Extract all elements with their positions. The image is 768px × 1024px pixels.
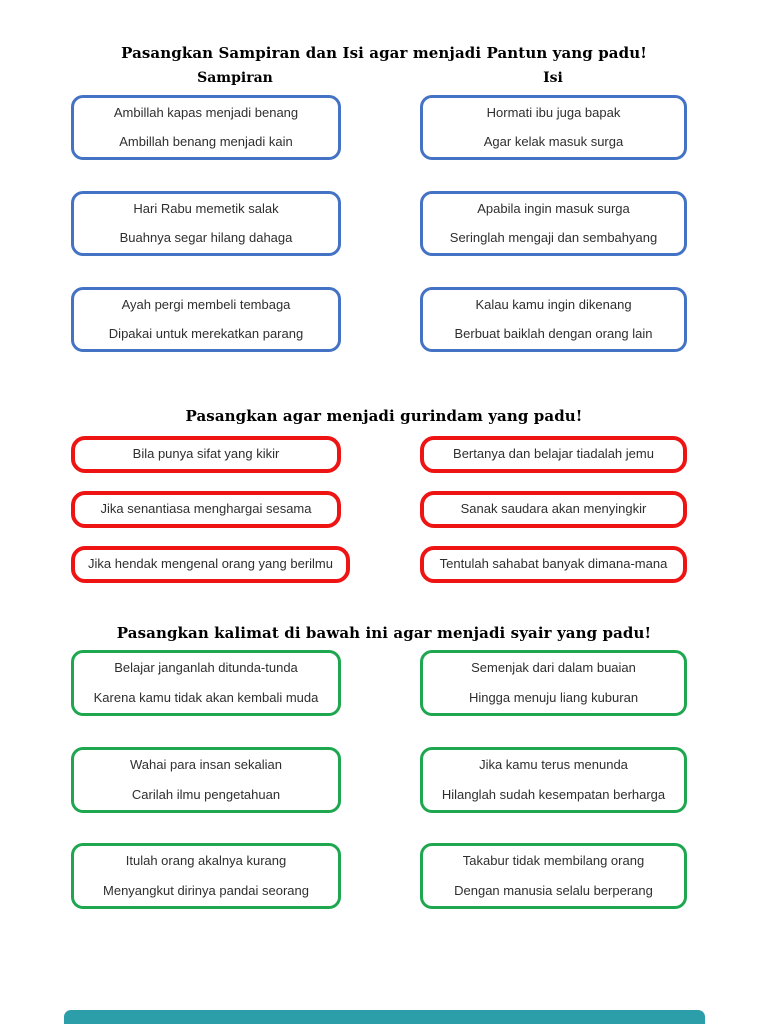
section-title-syair: Pasangkan kalimat di bawah ini agar menj… [116,624,652,642]
syair-right-box-1: Semenjak dari dalam buaian Hingga menuju… [420,650,687,716]
pantun-isi-box-2: Apabila ingin masuk surga Seringlah meng… [420,191,687,256]
verse-line: Semenjak dari dalam buaian [471,660,636,676]
verse-line: Dengan manusia selalu berperang [454,882,653,898]
verse-line: Bila punya sifat yang kikir [132,446,280,462]
pantun-sampiran-box-3: Ayah pergi membeli tembaga Dipakai untuk… [71,287,341,352]
verse-line: Seringlah mengaji dan sembahyang [449,230,658,245]
gurindam-right-box-3: Tentulah sahabat banyak dimana-mana [420,546,687,583]
verse-line: Apabila ingin masuk surga [477,200,630,216]
gurindam-right-box-1: Bertanya dan belajar tiadalah jemu [420,436,687,473]
verse-line: Jika hendak mengenal orang yang berilmu [88,556,333,572]
verse-line: Sanak saudara akan menyingkir [460,501,647,517]
next-page-teal-bar [64,1010,705,1024]
section-title-pantun: Pasangkan Sampiran dan Isi agar menjadi … [121,44,647,62]
pantun-sampiran-box-2: Hari Rabu memetik salak Buahnya segar hi… [71,191,341,256]
gurindam-left-box-3: Jika hendak mengenal orang yang berilmu [71,546,350,583]
pantun-sampiran-box-1: Ambillah kapas menjadi benang Ambillah b… [71,95,341,160]
verse-line: Hari Rabu memetik salak [133,200,279,216]
verse-line: Berbuat baiklah dengan orang lain [454,326,653,341]
verse-line: Hormati ibu juga bapak [486,104,621,120]
verse-line: Itulah orang akalnya kurang [125,853,287,869]
gurindam-right-box-2: Sanak saudara akan menyingkir [420,491,687,528]
verse-line: Hilanglah sudah kesempatan berharga [441,786,666,802]
verse-line: Menyangkut dirinya pandai seorang [103,882,309,898]
verse-line: Ayah pergi membeli tembaga [121,296,291,312]
verse-line: Carilah ilmu pengetahuan [131,786,281,802]
pantun-isi-box-3: Kalau kamu ingin dikenang Berbuat baikla… [420,287,687,352]
section-title-gurindam: Pasangkan agar menjadi gurindam yang pad… [185,407,583,425]
verse-line: Agar kelak masuk surga [483,134,624,149]
verse-line: Kalau kamu ingin dikenang [475,296,632,312]
verse-line: Jika senantiasa menghargai sesama [100,501,312,517]
pantun-isi-box-1: Hormati ibu juga bapak Agar kelak masuk … [420,95,687,160]
syair-left-box-1: Belajar janganlah ditunda-tunda Karena k… [71,650,341,716]
verse-line: Ambillah kapas menjadi benang [113,104,299,120]
column-header-sampiran: Sampiran [197,70,273,86]
verse-line: Dipakai untuk merekatkan parang [108,326,304,341]
verse-line: Ambillah benang menjadi kain [119,134,293,149]
syair-left-box-2: Wahai para insan sekalian Carilah ilmu p… [71,747,341,813]
verse-line: Bertanya dan belajar tiadalah jemu [453,446,654,462]
verse-line: Hingga menuju liang kuburan [468,689,639,705]
verse-line: Wahai para insan sekalian [130,757,282,773]
column-header-isi: Isi [543,70,563,86]
gurindam-left-box-2: Jika senantiasa menghargai sesama [71,491,341,528]
syair-left-box-3: Itulah orang akalnya kurang Menyangkut d… [71,843,341,909]
syair-right-box-3: Takabur tidak membilang orang Dengan man… [420,843,687,909]
verse-line: Tentulah sahabat banyak dimana-mana [439,556,668,572]
verse-line: Takabur tidak membilang orang [462,853,645,869]
gurindam-left-box-1: Bila punya sifat yang kikir [71,436,341,473]
syair-right-box-2: Jika kamu terus menunda Hilanglah sudah … [420,747,687,813]
verse-line: Buahnya segar hilang dahaga [119,230,293,245]
verse-line: Belajar janganlah ditunda-tunda [114,660,298,676]
verse-line: Jika kamu terus menunda [479,757,628,773]
verse-line: Karena kamu tidak akan kembali muda [93,689,319,705]
